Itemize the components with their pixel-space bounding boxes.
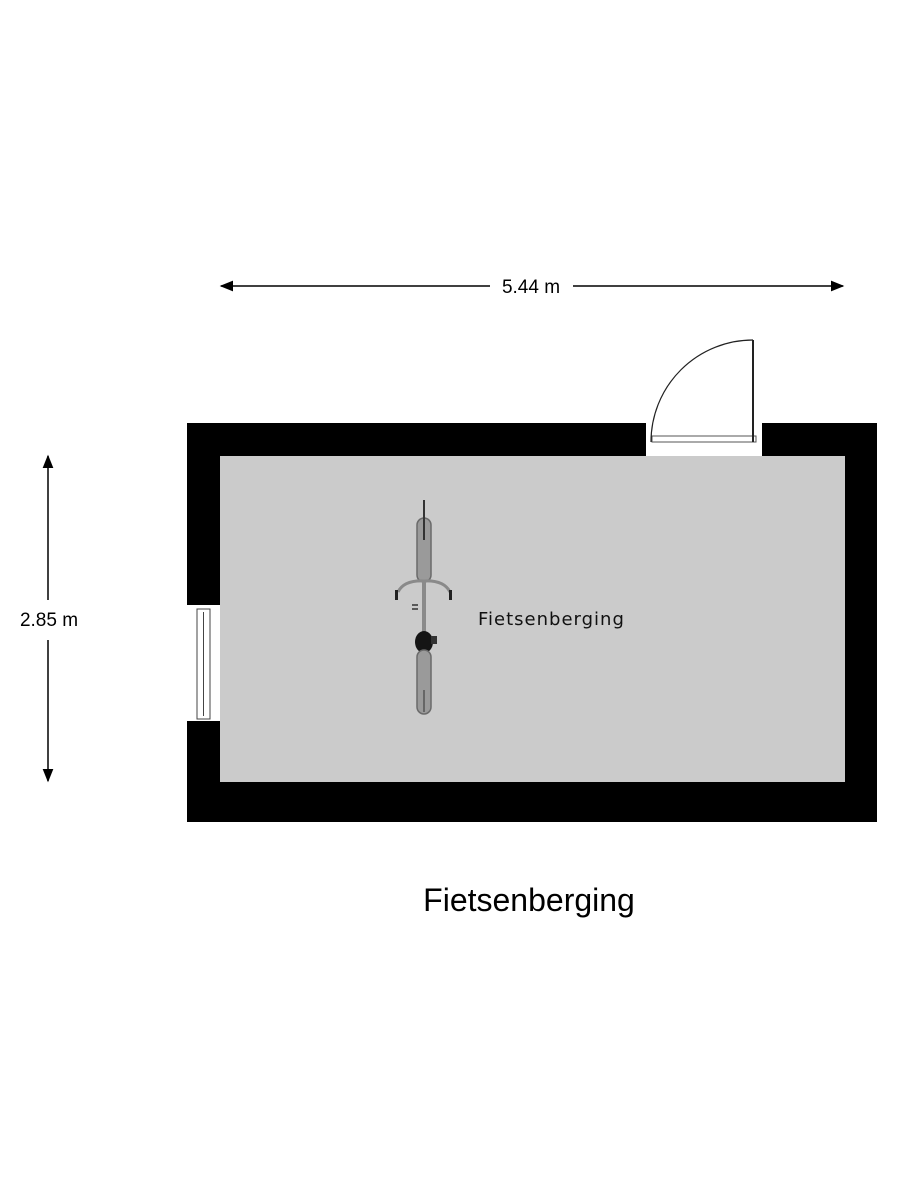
- plan-title: Fietsenberging: [423, 882, 635, 918]
- room-floor: [220, 456, 845, 782]
- door-threshold: [651, 435, 757, 443]
- room-label: Fietsenberging: [478, 609, 625, 630]
- door-arc: [650, 339, 754, 443]
- bicycle-icon: [395, 500, 452, 715]
- width-dimension-label: 5.44 m: [502, 277, 560, 298]
- width-dimension: 5.44 m: [219, 277, 845, 298]
- door-swing-icon: [646, 339, 762, 456]
- height-dimension: 2.85 m: [20, 454, 78, 783]
- window-icon: [187, 605, 220, 721]
- height-dimension-label: 2.85 m: [20, 610, 78, 631]
